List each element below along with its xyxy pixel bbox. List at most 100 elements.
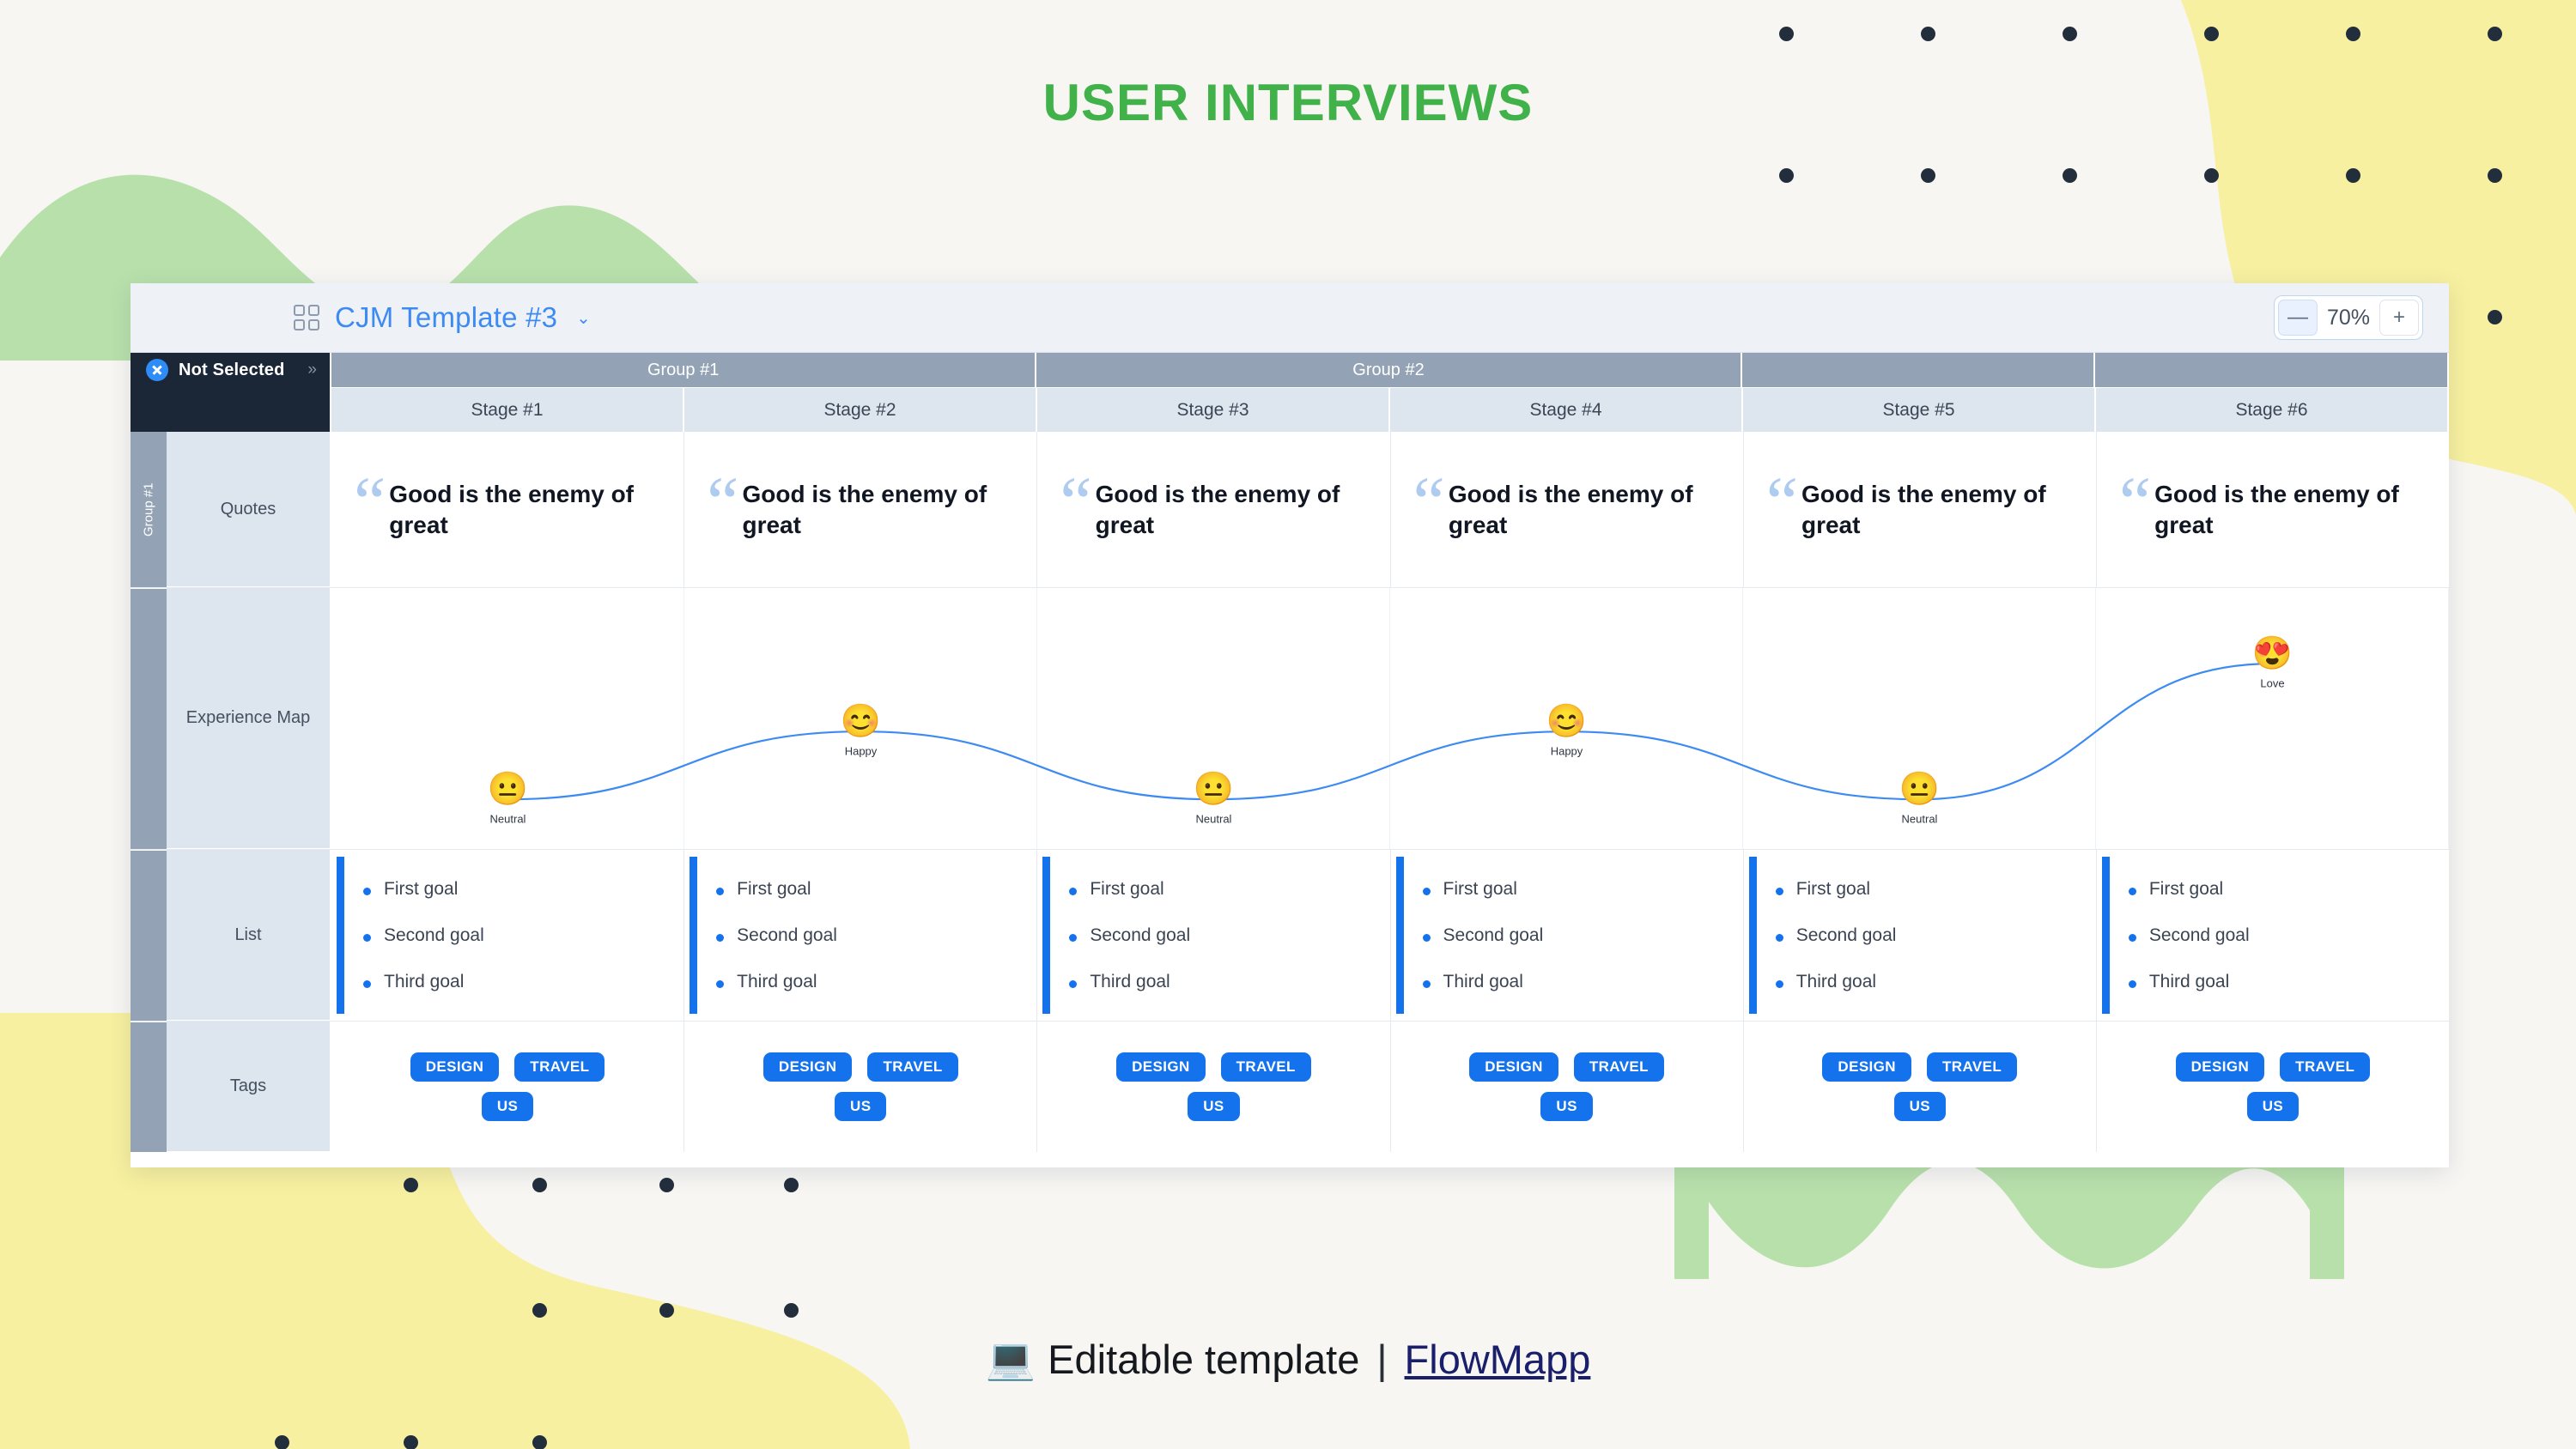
header-corner-spacer [131,387,331,432]
tag-chip[interactable]: DESIGN [1469,1052,1558,1082]
tag-chip[interactable]: US [835,1092,887,1121]
tag-chip[interactable]: US [1893,1092,1946,1121]
list-item[interactable]: Second goal [1775,925,1897,945]
tags-card[interactable]: DESIGN TRAVEL US [1037,1022,1391,1152]
tag-chip[interactable]: TRAVEL [2280,1052,2371,1082]
group-header-cell[interactable]: Group #1 [331,353,1037,387]
list-item[interactable]: First goal [363,879,484,900]
quote-card[interactable]: “ Good is the enemy of great [2096,432,2449,587]
stage-header-cell[interactable]: Stage #1 [331,387,684,432]
chevron-down-icon[interactable]: ⌄ [576,308,591,328]
group-header-cell[interactable]: Group #2 [1036,353,1742,387]
tag-row: US [1540,1092,1593,1121]
list-item[interactable]: Second goal [363,925,484,945]
footer-separator: | [1376,1336,1388,1382]
quote-card[interactable]: “ Good is the enemy of great [1743,432,2097,587]
tag-chip[interactable]: DESIGN [410,1052,500,1082]
tag-chip[interactable]: US [1540,1092,1593,1121]
group-header-cell[interactable] [1741,353,2096,387]
list-item[interactable]: Third goal [716,972,837,992]
row-label-list[interactable]: List [167,850,331,1021]
emotion-emoji-icon: 😊 [1546,703,1588,740]
tags-card[interactable]: DESIGN TRAVEL US [2096,1022,2449,1152]
list-item[interactable]: First goal [1069,879,1190,900]
tag-row: US [835,1092,887,1121]
emotion-marker[interactable]: 😊Happy [1507,706,1627,758]
tag-chip[interactable]: US [1188,1092,1240,1121]
emotion-marker[interactable]: 😊Happy [801,706,921,758]
row-label-quotes[interactable]: Quotes [167,432,331,587]
row-label-experience-map[interactable]: Experience Map [167,588,331,849]
tag-chip[interactable]: TRAVEL [867,1052,958,1082]
list-item[interactable]: Third goal [363,972,484,992]
expand-chevrons-icon[interactable]: » [307,361,316,379]
list-item[interactable]: First goal [1422,879,1544,900]
tag-chip[interactable]: DESIGN [1116,1052,1206,1082]
emotion-marker[interactable]: 😐Neutral [448,773,568,826]
list-item[interactable]: Second goal [1422,925,1544,945]
list-item[interactable]: Third goal [1775,972,1897,992]
tag-chip[interactable]: TRAVEL [1926,1052,2018,1082]
emotion-label: Happy [844,744,878,758]
quote-text: Good is the enemy of great [1448,480,1693,538]
tag-row: DESIGN TRAVEL [1116,1052,1311,1082]
stage-header-cell[interactable]: Stage #4 [1390,387,1743,432]
tag-chip[interactable]: US [481,1092,534,1121]
selection-status-button[interactable]: Not Selected » [131,353,331,387]
grid-icon[interactable] [294,305,319,330]
experience-cell[interactable] [2096,588,2449,849]
quote-card[interactable]: “ Good is the enemy of great [331,432,685,587]
quote-card[interactable]: “ Good is the enemy of great [684,432,1038,587]
group-rail-spacer [131,850,167,1021]
tags-card[interactable]: DESIGN TRAVEL US [1743,1022,2097,1152]
tags-card[interactable]: DESIGN TRAVEL US [331,1022,685,1152]
zoom-in-button[interactable]: + [2379,300,2419,336]
stage-header-cell[interactable]: Stage #6 [2096,387,2449,432]
tags-card[interactable]: DESIGN TRAVEL US [1390,1022,1744,1152]
list-item[interactable]: Second goal [716,925,837,945]
stage-header-cell[interactable]: Stage #5 [1743,387,2096,432]
emotion-marker[interactable]: 😐Neutral [1860,773,1980,826]
emotion-marker[interactable]: 😍Love [2213,638,2333,690]
tag-row: US [1893,1092,1946,1121]
list-accent-bar [337,857,344,1014]
list-item[interactable]: Second goal [1069,925,1191,945]
flowmapp-link[interactable]: FlowMapp [1404,1336,1591,1382]
list-item[interactable]: Third goal [2128,972,2250,992]
selection-status-label: Not Selected [179,360,285,379]
tag-chip[interactable]: DESIGN [2175,1052,2265,1082]
tags-card[interactable]: DESIGN TRAVEL US [684,1022,1038,1152]
document-title[interactable]: CJM Template #3 [335,301,558,333]
tag-chip[interactable]: TRAVEL [1220,1052,1311,1082]
list-item[interactable]: First goal [1775,879,1897,900]
experience-map-chart[interactable]: 😐Neutral😊Happy😐Neutral😊Happy😐Neutral😍Lov… [331,588,2449,849]
zoom-out-button[interactable]: — [2278,300,2318,336]
list-item[interactable]: First goal [716,879,837,900]
tag-chip[interactable]: DESIGN [1822,1052,1911,1082]
list-item[interactable]: First goal [2128,879,2250,900]
stage-header-cell[interactable]: Stage #2 [684,387,1037,432]
quote-text: Good is the enemy of great [1095,480,1340,538]
list-item[interactable]: Second goal [2128,925,2250,945]
tag-chip[interactable]: US [2246,1092,2300,1121]
tag-chip[interactable]: TRAVEL [1573,1052,1664,1082]
x-circle-icon [146,359,168,381]
quote-card[interactable]: “ Good is the enemy of great [1037,432,1391,587]
row-label-tags[interactable]: Tags [167,1022,331,1152]
stage-header-cell[interactable]: Stage #3 [1037,387,1390,432]
list-item[interactable]: Third goal [1069,972,1190,992]
group-header-cell[interactable] [2095,353,2449,387]
tag-chip[interactable]: DESIGN [762,1052,853,1082]
quote-card[interactable]: “ Good is the enemy of great [1390,432,1744,587]
tag-chip[interactable]: TRAVEL [514,1052,605,1082]
quote-mark-icon: “ [1060,463,1092,543]
emotion-marker[interactable]: 😐Neutral [1154,773,1274,826]
list-item[interactable]: Third goal [1422,972,1544,992]
